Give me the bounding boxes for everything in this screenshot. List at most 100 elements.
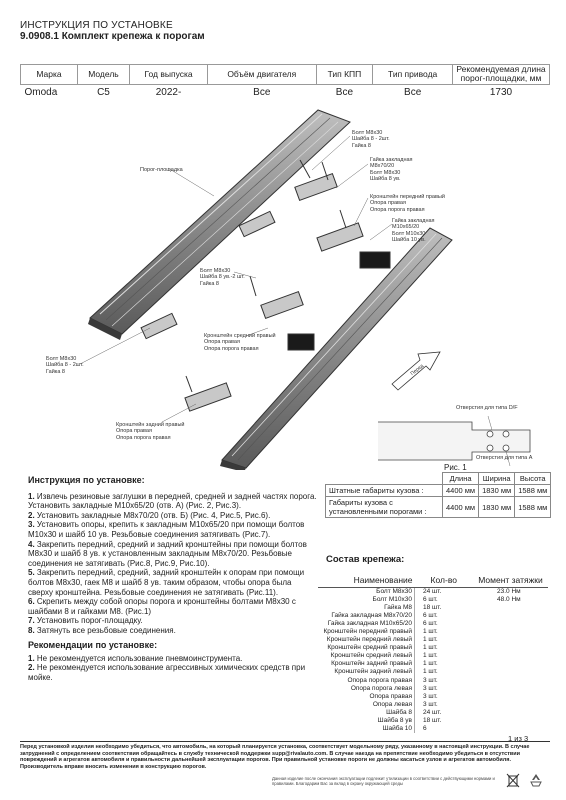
spec-value-drive: Все	[404, 87, 422, 99]
step-board-lower	[220, 227, 453, 470]
rear-bracket-assembly	[140, 312, 232, 412]
component-qty: 3 шт.	[414, 684, 473, 693]
component-qty: 18 шт.	[414, 604, 473, 613]
instruction-step: 1. Извлечь резиновые заглушки в передней…	[28, 491, 317, 511]
component-name: Болт М10х30	[372, 596, 412, 604]
installation-instructions: Инструкция по установке: 1. Извлечь рези…	[28, 475, 318, 636]
spec-header-year: Год выпуска	[129, 64, 209, 85]
recommendation-item: 1. Не рекомендуется использование пневмо…	[28, 653, 243, 663]
footer-notice: Перед установкой изделия необходимо убед…	[20, 744, 530, 770]
component-torque	[473, 677, 548, 685]
instruction-step: 4. Закрепить передний, средний и задний …	[28, 539, 307, 568]
components-table: Наименование Кол-во Момент затяжки Болт …	[318, 575, 548, 733]
spec-value-gearbox: Все	[335, 87, 354, 99]
component-qty: 1 шт.	[414, 660, 473, 669]
spec-value-length: 1730	[489, 87, 513, 99]
dims-row1-width: 1830 мм	[478, 484, 516, 497]
hole-detail	[378, 415, 531, 467]
label-insert-nut-m8: Гайка закладная М8х70/20 Болт М8х30 Шайб…	[370, 157, 413, 183]
vehicle-spec-table: Марка Модель Год выпуска Объём двигателя…	[20, 64, 550, 101]
component-name: Опора порога правая	[347, 676, 412, 684]
component-qty: 24 шт.	[414, 708, 473, 717]
component-qty: 6 шт.	[414, 612, 473, 621]
component-torque	[473, 709, 548, 717]
instruction-step: 5. Закрепить передний, средний, задний к…	[28, 568, 305, 597]
component-torque	[473, 685, 548, 693]
front-bracket-assembly	[294, 159, 391, 269]
component-name: Опора порога левая	[350, 684, 412, 692]
footer-divider	[20, 741, 550, 742]
spec-header-engine: Объём двигателя	[207, 64, 317, 85]
spec-header-model: Модель	[76, 64, 131, 85]
label-bolt-middle: Болт М8х30 Шайба 8 ув.-2 шт. Гайка 8	[200, 268, 245, 287]
step-board-upper	[88, 109, 351, 340]
disposal-bin-icon	[506, 773, 520, 788]
comp-header-torque: Момент затяжки	[473, 575, 548, 588]
label-bolt-left: Болт М8х30 Шайба 8 - 2шт. Гайка 8	[46, 356, 84, 375]
label-middle-right-bracket: Кронштейн средний правый Опора правая Оп…	[204, 333, 276, 352]
component-name: Кронштейн задний правый	[331, 660, 412, 668]
component-torque	[473, 620, 548, 628]
spec-header-length: Рекомендуемая длина порог-площадки, мм	[452, 64, 550, 85]
component-name: Кронштейн средний правый	[327, 644, 412, 652]
dims-header-empty	[326, 473, 443, 485]
component-name: Болт М8х30	[376, 588, 412, 595]
component-torque	[473, 660, 548, 668]
dims-row2-height: 1588 мм	[514, 496, 552, 518]
instruction-step: 3. Установить опоры, крепить к закладным…	[28, 520, 305, 539]
installation-recommendations: Рекомендации по установке: 1. Не рекомен…	[28, 640, 318, 682]
component-qty: 3 шт.	[414, 692, 473, 701]
component-qty: 3 шт.	[414, 676, 473, 685]
component-torque	[473, 725, 548, 733]
component-torque	[473, 604, 548, 612]
component-name: Шайба 10	[382, 724, 412, 732]
component-name: Шайба 8	[386, 708, 412, 716]
recommendations-title: Рекомендации по установке:	[28, 640, 158, 650]
label-insert-nut-m10: Гайка закладная М10х65/20 Болт М10х30 Ша…	[392, 218, 435, 244]
dims-header-height: Высота	[514, 472, 552, 485]
component-name: Опора левая	[372, 700, 412, 708]
spec-value-model: C5	[97, 87, 110, 99]
label-front-right-bracket: Кронштейн передний правый Опора правая О…	[370, 194, 445, 213]
component-qty: 1 шт.	[414, 636, 473, 645]
component-torque	[473, 701, 548, 709]
comp-header-name: Наименование	[318, 575, 415, 588]
components-title: Состав крепежа:	[326, 554, 405, 565]
component-name: Шайба 8 ув	[377, 716, 412, 724]
component-name: Гайка закладная М8х70/20	[331, 612, 412, 620]
component-qty: 6 шт.	[414, 596, 473, 605]
dims-row1-length: 4400 мм	[441, 484, 480, 497]
body-dimensions-table: Длина Ширина Высота Штатные габариты куз…	[325, 472, 552, 518]
spec-value-engine: Все	[253, 87, 271, 99]
label-rear-right-bracket: Кронштейн задний правый Опора правая Опо…	[116, 422, 185, 441]
component-torque	[473, 644, 548, 652]
label-step-board: Порог-площадка	[140, 167, 183, 173]
figure-caption: Рис. 1	[444, 463, 467, 472]
component-name: Гайка закладная М10х65/20	[327, 620, 412, 628]
component-torque: 23.0 Нм	[497, 588, 521, 595]
document-title: ИНСТРУКЦИЯ ПО УСТАНОВКЕ	[20, 20, 173, 31]
dims-header-width: Ширина	[478, 472, 516, 485]
label-holes-df: Отверстия для типа D/F	[456, 405, 518, 411]
component-torque: 48.0 Нм	[497, 596, 521, 604]
component-name: Кронштейн средний левый	[330, 652, 412, 660]
component-torque	[473, 717, 548, 725]
component-qty: 24 шт.	[414, 587, 473, 597]
component-qty: 1 шт.	[414, 652, 473, 661]
component-qty: 1 шт.	[414, 628, 473, 637]
component-qty: 6 шт.	[414, 620, 473, 629]
instruction-step: 2. Установить закладные М8х70/20 (отв. Б…	[28, 510, 271, 520]
component-name: Гайка М8	[384, 604, 412, 612]
instruction-step: 6. Скрепить между собой опоры порога и к…	[28, 597, 296, 616]
